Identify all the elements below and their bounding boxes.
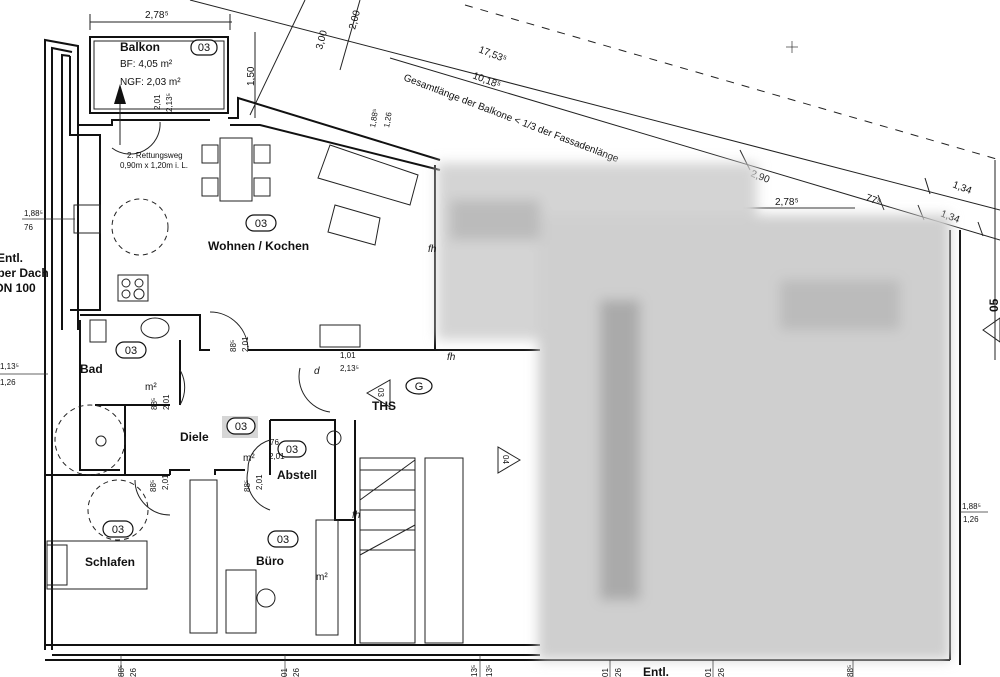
door-abstell-h: 2,01 — [269, 452, 285, 461]
d-label: d — [314, 366, 320, 377]
m2-bad-door: m² — [145, 382, 157, 393]
axis-05-marker — [982, 317, 1000, 343]
walls — [44, 36, 961, 665]
door-schlafen-w: 88⁵ — [149, 480, 158, 492]
m2-diele: m² — [243, 453, 255, 464]
fh-label-2: fh — [447, 352, 456, 363]
fh-label-1: fh — [428, 244, 437, 255]
bottom-dim: 88⁵ — [117, 665, 126, 677]
dim-213-balkon: 2,13⁵ — [165, 93, 174, 112]
door-ths-w: 1,01 — [340, 351, 356, 360]
dim-1018: 10,18⁵ — [471, 71, 502, 92]
bottom-dim: 26 — [614, 668, 623, 677]
bad-win-b: 1,26 — [0, 378, 16, 387]
dim-win-top-a: 1,88⁵ — [368, 108, 380, 128]
door-bad-h: 2,01 — [162, 394, 171, 410]
dim-150: 1,50 — [246, 66, 257, 86]
bottom-dim: 26 — [717, 668, 726, 677]
left-win-a: 1,88⁵ — [24, 209, 43, 218]
balkon-ngf: NGF: 2,03 m² — [120, 77, 181, 88]
dim-balkon-width: 2,78⁵ — [145, 10, 169, 21]
diele-label: Diele — [180, 430, 209, 444]
bottom-dim: 88⁵ — [846, 665, 855, 677]
door-wohnen-w: 88⁵ — [229, 340, 238, 352]
m2-buero: m² — [316, 572, 328, 583]
diele-id: 03 — [235, 421, 247, 433]
bottom-dim: 26 — [292, 668, 301, 677]
redacted-area — [437, 163, 950, 660]
rettungsweg-line1: 2. Rettungsweg — [127, 151, 183, 160]
entl-line3: DN 100 — [0, 281, 36, 295]
staircase — [359, 457, 464, 644]
entl-bottom: Entl. — [643, 665, 669, 677]
dim-300: 3,00 — [314, 29, 330, 51]
bottom-dim: 13⁵ — [470, 665, 479, 677]
dim-201-balkon: 2,01 — [153, 94, 162, 110]
entl-line1: Entl. — [0, 251, 23, 265]
bottom-dim: 26 — [129, 668, 138, 677]
schlafen-id: 03 — [112, 524, 124, 536]
left-win-b: 76 — [24, 223, 33, 232]
door-buero-w: 88⁵ — [243, 480, 252, 492]
door-schlafen-h: 2,01 — [161, 474, 170, 490]
door-abstell-w: 76 — [270, 438, 279, 447]
dim-200: 2,00 — [347, 9, 363, 31]
balkon-id: 03 — [198, 42, 210, 54]
bottom-dim: 01 — [704, 668, 713, 677]
dim-775: 77⁵ — [864, 193, 882, 209]
bad-id: 03 — [125, 345, 137, 357]
buero-id: 03 — [277, 534, 289, 546]
wohnen-id: 03 — [255, 218, 267, 230]
dimension-lines-diagonal — [89, 0, 1000, 360]
schlafen-label: Schlafen — [85, 555, 135, 569]
fh-label-3: fh — [352, 510, 361, 521]
right-win-b: 1,26 — [963, 515, 979, 524]
bottom-dim: 01 — [280, 668, 289, 677]
ths-triangle-right: 04 — [501, 455, 510, 464]
escape-arrow-icon — [114, 84, 126, 104]
bad-win-a: 1,13⁵ — [0, 362, 19, 371]
entl-line2: über Dach — [0, 266, 49, 280]
gesamtlaenge-note: Gesamtlänge der Balkone < 1/3 der Fassad… — [402, 73, 620, 166]
rettungsweg-line2: 0,90m x 1,20m i. L. — [120, 161, 188, 170]
balkon-bf: BF: 4,05 m² — [120, 59, 173, 70]
ths-triangle-left: 03 — [376, 388, 385, 397]
door-ths-h: 2,13⁵ — [340, 364, 359, 373]
door-buero-h: 2,01 — [255, 474, 264, 490]
doors — [111, 121, 331, 516]
right-win-a: 1,88⁵ — [962, 502, 981, 511]
wohnen-label: Wohnen / Kochen — [208, 239, 309, 253]
buero-label: Büro — [256, 554, 284, 568]
bottom-dim: 01 — [601, 668, 610, 677]
dim-134a: 1,34 — [951, 180, 974, 197]
furniture — [46, 137, 419, 636]
bad-label: Bad — [80, 362, 103, 376]
bottom-dimensions: 88⁵ 26 01 26 13⁵ 13⁵ 01 26 01 26 88⁵ — [117, 655, 855, 677]
ths-label: THS — [372, 399, 396, 413]
ths-id: G — [415, 381, 424, 393]
dim-278-right: 2,78⁵ — [775, 197, 799, 208]
balkon-label: Balkon — [120, 40, 160, 54]
door-bad-w: 88⁵ — [150, 398, 159, 410]
abstell-label: Abstell — [277, 468, 317, 482]
door-wohnen-h: 2,01 — [241, 336, 250, 352]
axis-05-label: 05 — [987, 298, 1000, 312]
crosshair-mark — [786, 41, 798, 53]
dim-1753: 17,53⁵ — [477, 45, 508, 66]
dim-win-top-b: 1,26 — [382, 111, 394, 128]
abstell-id: 03 — [286, 444, 298, 456]
bottom-dim: 13⁵ — [485, 665, 494, 677]
